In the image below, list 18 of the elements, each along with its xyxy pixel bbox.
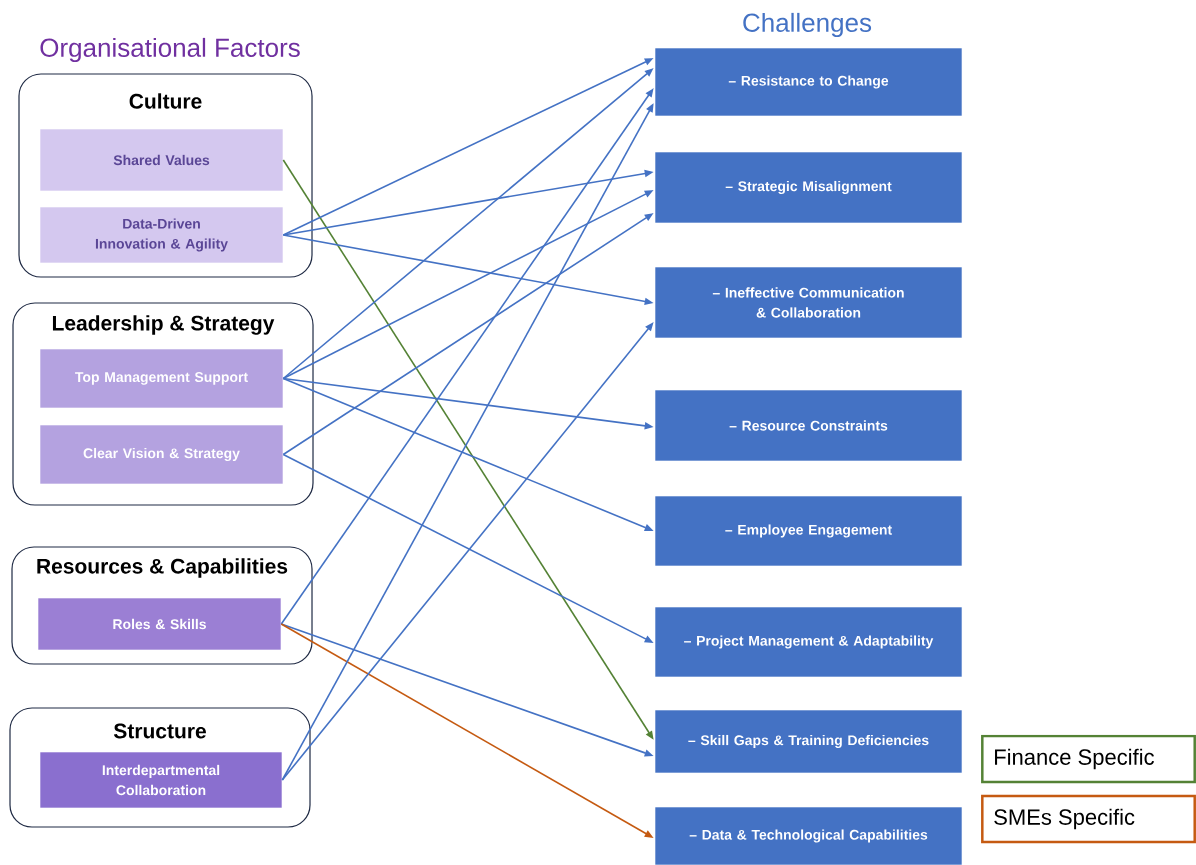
factor-box: Top Management Support bbox=[39, 348, 284, 409]
challenge-box: – Project Management & Adaptability bbox=[654, 606, 963, 678]
factor-box: Shared Values bbox=[39, 128, 284, 192]
challenge-box: – Skill Gaps & Training Deficiencies bbox=[654, 709, 963, 774]
challenge-box: – Resistance to Change bbox=[654, 47, 963, 117]
challenge-box: – Data & Technological Capabilities bbox=[654, 806, 963, 865]
factor-box: Roles & Skills bbox=[37, 597, 282, 651]
challenge-box: – Strategic Misalignment bbox=[654, 151, 963, 224]
column-heading: Organisational Factors bbox=[40, 37, 300, 63]
challenge-box: – Ineffective Communication & Collaboration bbox=[654, 266, 963, 339]
legend-label: SMEs Specific bbox=[994, 808, 1135, 830]
challenge-box: – Resource Constraints bbox=[654, 389, 963, 462]
factor-box: Data-Driven Innovation & Agility bbox=[39, 206, 284, 264]
arrow bbox=[281, 322, 654, 781]
challenge-box: – Employee Engagement bbox=[654, 495, 963, 567]
factor-box: Interdepartmental Collaboration bbox=[39, 751, 283, 809]
factor-box: Clear Vision & Strategy bbox=[39, 424, 284, 485]
legend-label: Finance Specific bbox=[995, 748, 1154, 770]
